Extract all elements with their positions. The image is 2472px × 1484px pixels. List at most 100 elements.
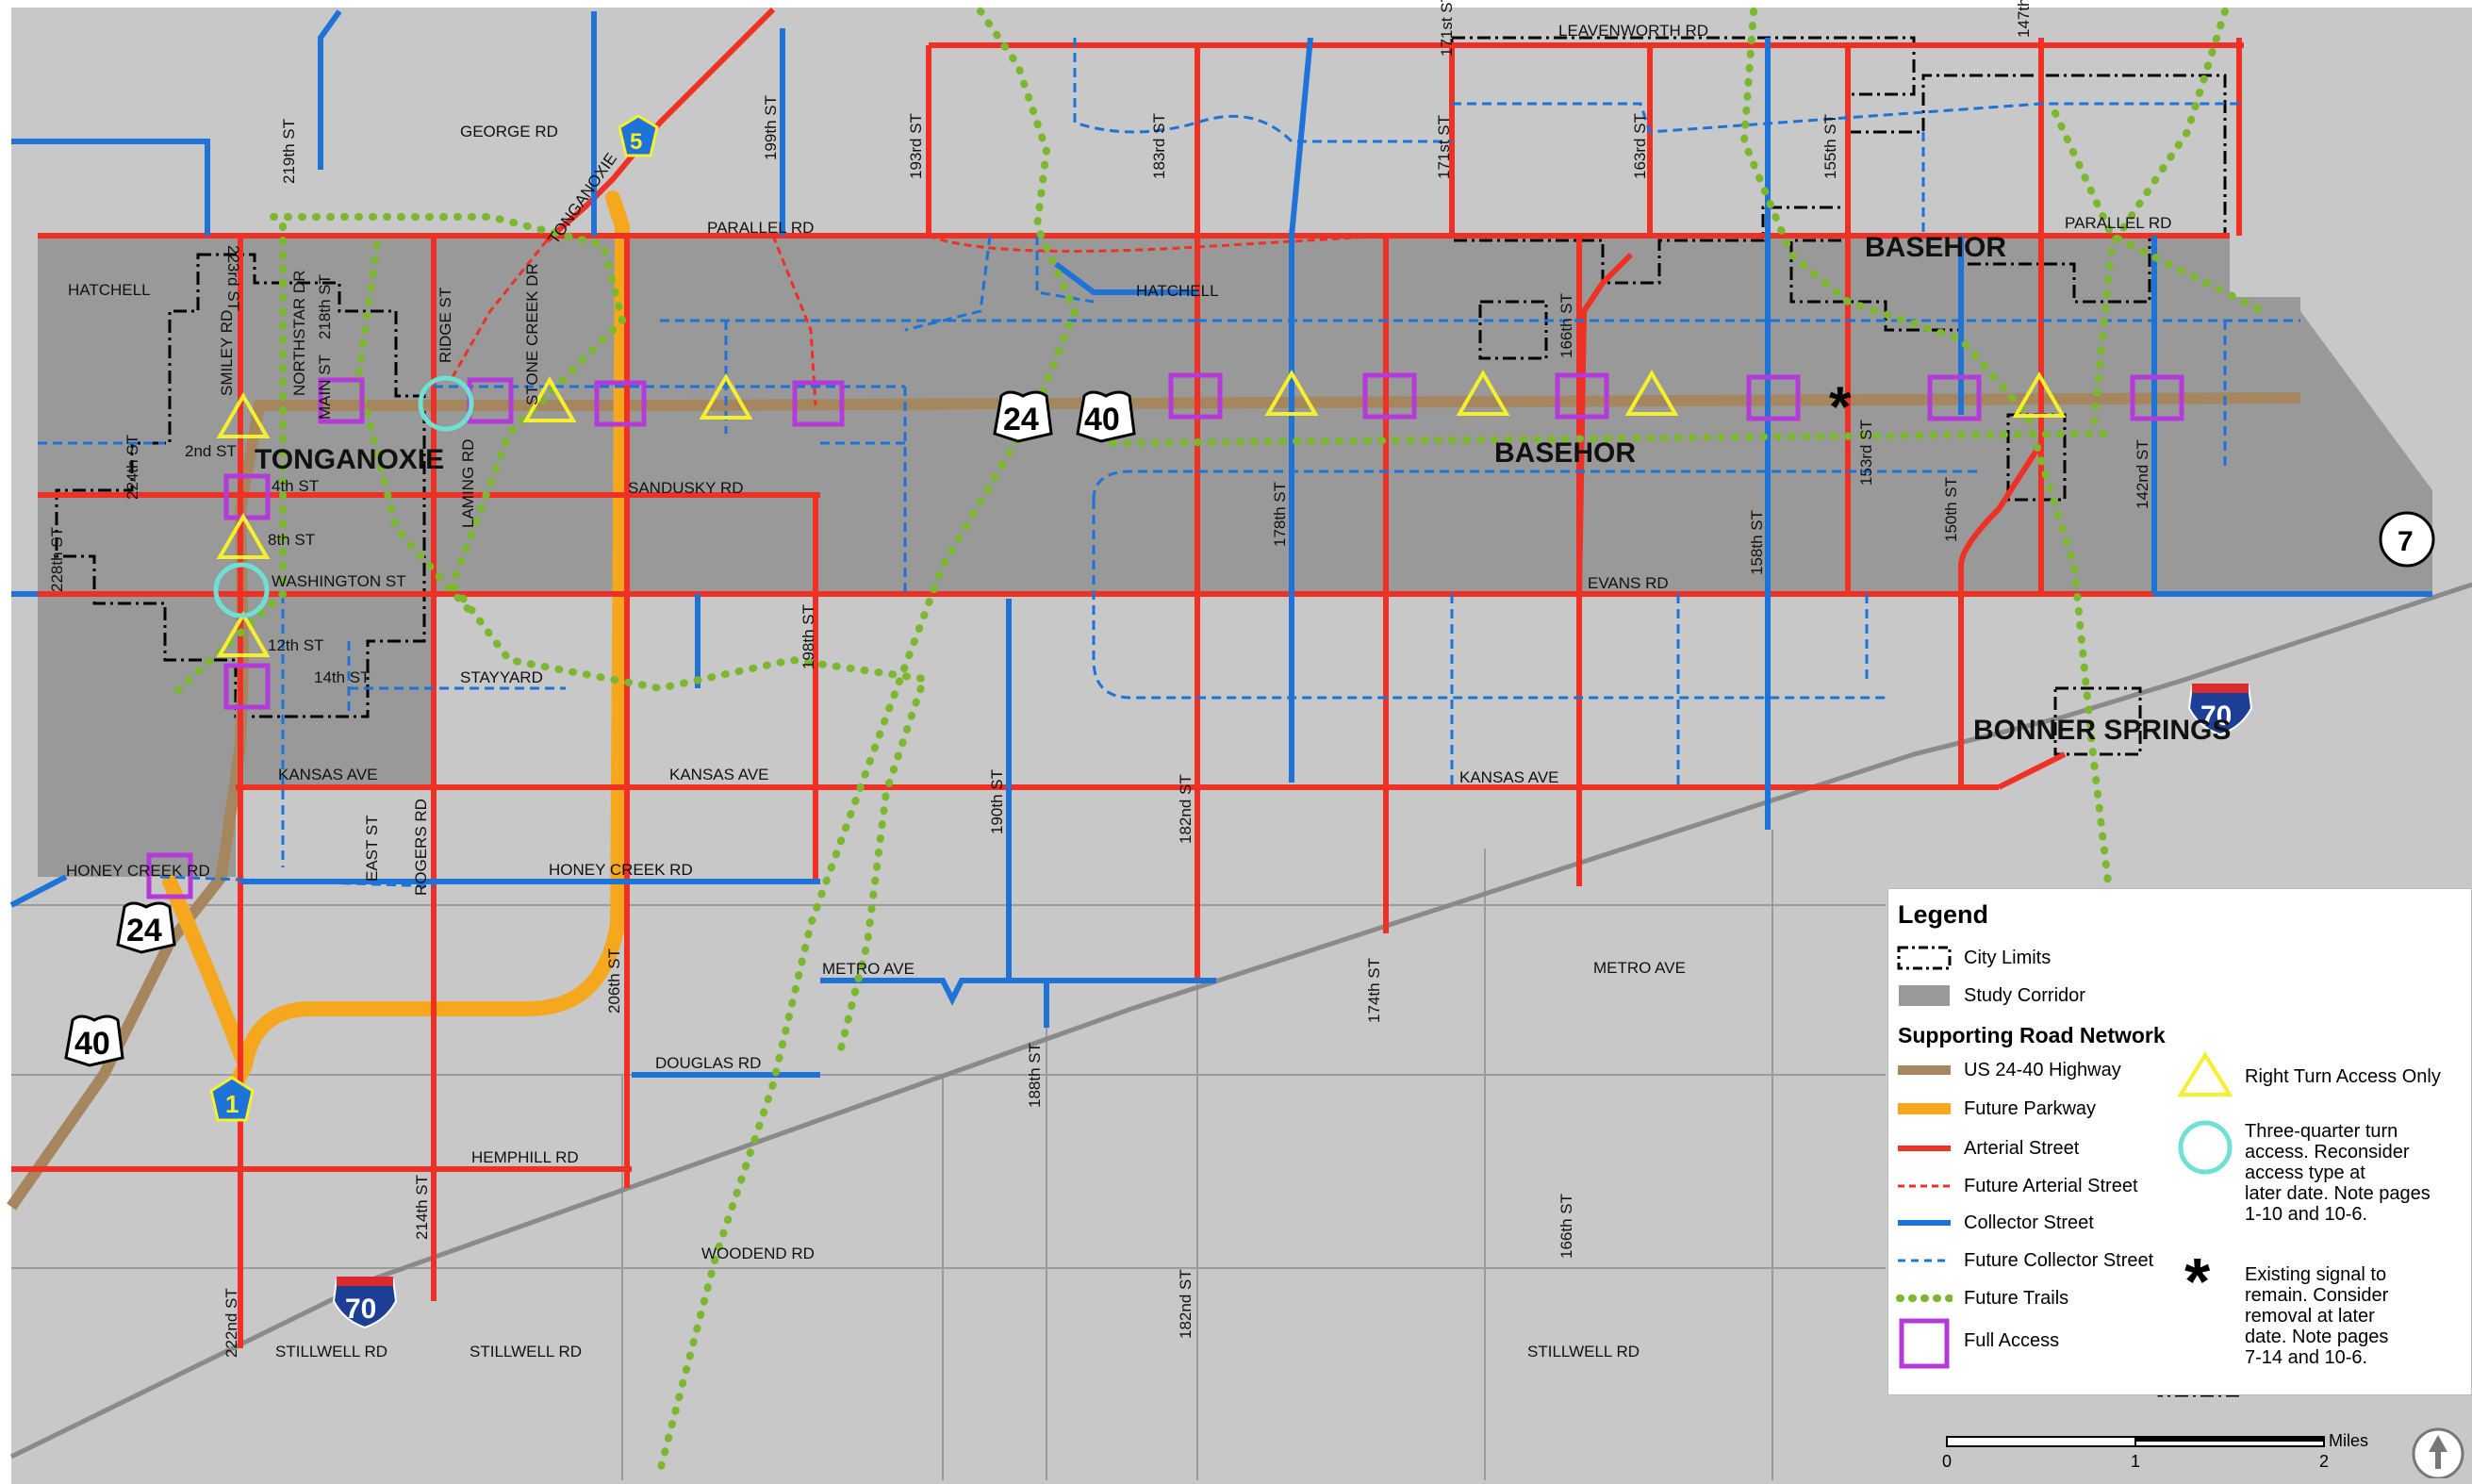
right-turn-marker <box>216 611 271 657</box>
us40-shield-sw: 40 <box>64 1014 124 1067</box>
map-legend: Legend City Limits Study Corridor Suppor… <box>1887 888 2472 1395</box>
study-corridor <box>38 236 2432 594</box>
k1-shield: 1 <box>209 1076 255 1122</box>
road-label: 218th ST <box>316 274 334 339</box>
right-turn-marker <box>1264 370 1319 416</box>
legend-signal: Existing signal to remain. Consider remo… <box>2245 1264 2389 1368</box>
road-label: HEMPHILL RD <box>471 1148 579 1166</box>
legend-us2440: US 24-40 Highway <box>1964 1060 2121 1080</box>
road-label: LEAVENWORTH RD <box>1558 22 1708 40</box>
road-label: 155th ST <box>1821 114 1839 179</box>
road-label: WOODEND RD <box>701 1245 815 1262</box>
road-label: 224th ST <box>124 435 141 500</box>
svg-text:24: 24 <box>126 913 162 948</box>
legend-three-quarter: Three-quarter turn access. Reconsider ac… <box>2245 1121 2431 1225</box>
road-label: EVANS RD <box>1588 574 1669 592</box>
city-limits-swatch <box>1897 946 1952 970</box>
us40-shield-main: 40 <box>1076 390 1136 443</box>
full-access-marker <box>1362 372 1417 420</box>
road-label: PARALLEL RD <box>707 219 814 237</box>
road-label: 2nd ST <box>185 442 237 460</box>
right-turn-marker <box>1624 370 1679 416</box>
road-label: 174th ST <box>1365 958 1383 1023</box>
road-label: KANSAS AVE <box>278 766 378 783</box>
full-access-swatch <box>1899 1318 1950 1369</box>
road-label: SMILEY RD <box>218 310 236 396</box>
road-label: 147th ST <box>2015 0 2033 38</box>
right-turn-marker <box>1456 370 1510 416</box>
road-label: STAYYARD <box>460 668 543 686</box>
arterial-streets <box>11 7 2300 1348</box>
town-label-basehor-north: BASEHOR <box>1865 232 2006 263</box>
legend-future-arterial: Future Arterial Street <box>1964 1176 2138 1196</box>
legend-study-corridor: Study Corridor <box>1964 985 2085 1006</box>
road-label: 150th ST <box>1942 477 1960 542</box>
road-label: 214th ST <box>413 1175 431 1240</box>
road-label: NORTHSTAR DR <box>290 271 308 397</box>
legend-full-access: Full Access <box>1964 1330 2060 1351</box>
right-turn-marker <box>216 392 271 438</box>
full-access-marker <box>594 380 647 427</box>
road-label: METRO AVE <box>1593 959 1686 977</box>
road-label: KANSAS AVE <box>669 766 769 783</box>
right-turn-marker <box>2012 371 2067 418</box>
road-label: LAMING RD <box>459 439 477 528</box>
road-label: 182nd ST <box>1177 1269 1195 1339</box>
collector-streets <box>9 9 2432 1078</box>
road-label: HATCHELL <box>68 281 151 299</box>
us24-shield-sw: 24 <box>116 901 176 954</box>
road-label: 219th ST <box>280 119 298 184</box>
full-access-markers <box>146 372 2184 899</box>
road-label: 199th ST <box>762 95 780 160</box>
future-trails <box>166 8 2266 1475</box>
road-label: HONEY CREEK RD <box>549 861 693 879</box>
full-access-marker <box>146 852 193 899</box>
legend-right-turn: Right Turn Access Only <box>2245 1066 2441 1087</box>
road-label: 228th ST <box>48 527 66 592</box>
svg-text:40: 40 <box>1084 402 1120 437</box>
parkway-swatch <box>1898 1103 1951 1114</box>
road-label: 142nd ST <box>2134 439 2151 509</box>
svg-text:70: 70 <box>345 1294 376 1325</box>
legend-future-parkway: Future Parkway <box>1964 1098 2097 1119</box>
section-grid <box>11 830 1886 1480</box>
legend-future-trails: Future Trails <box>1964 1288 2069 1309</box>
us24-shield-main: 24 <box>993 390 1053 443</box>
road-label: RIDGE ST <box>437 288 454 363</box>
road-label: 14th ST <box>314 668 371 686</box>
scale-bar: 0 1 2 Miles <box>1935 1424 2368 1480</box>
road-label: 153rd ST <box>1857 420 1875 486</box>
legend-network-title: Supporting Road Network <box>1898 1023 2166 1047</box>
right-turn-marker <box>699 373 753 420</box>
road-label: HONEY CREEK RD <box>66 862 210 880</box>
road-label: 171st ST <box>1435 115 1453 179</box>
scale-tick-1: 1 <box>2131 1452 2141 1471</box>
scale-unit: Miles <box>2329 1431 2369 1450</box>
road-label: HATCHELL <box>1136 282 1219 300</box>
study-corridor-swatch <box>1899 985 1950 1006</box>
full-access-marker <box>1555 372 1609 420</box>
full-access-marker <box>223 473 271 520</box>
road-label: DOUGLAS RD <box>655 1054 761 1072</box>
three-quarter-marker <box>213 562 270 618</box>
road-label: STILLWELL RD <box>1527 1343 1640 1360</box>
svg-text:70: 70 <box>2200 701 2232 732</box>
road-label: GEORGE RD <box>460 123 558 140</box>
town-label-basehor: BASEHOR <box>1494 437 1636 469</box>
road-labels-horizontal: LEAVENWORTH RD GEORGE RD PARALLEL RD PAR… <box>66 22 2171 1360</box>
road-label: 166th ST <box>1557 1194 1575 1259</box>
i70-shield-sw: 70 <box>332 1277 398 1329</box>
scale-tick-2: 2 <box>2319 1452 2330 1471</box>
full-access-marker <box>1927 374 1982 421</box>
road-label: 178th ST <box>1271 482 1289 547</box>
town-label-tonganoxie: TONGANOXIE <box>255 444 444 475</box>
full-access-marker <box>223 663 271 710</box>
us2440-swatch <box>1898 1065 1951 1075</box>
road-label: STILLWELL RD <box>470 1343 582 1360</box>
right-turn-markers <box>216 370 2067 657</box>
road-label: WASHINGTON ST <box>272 572 406 590</box>
road-label: 188th ST <box>1026 1043 1044 1108</box>
svg-text:7: 7 <box>2398 526 2414 557</box>
road-label: STILLWELL RD <box>275 1343 387 1360</box>
future-arterial-swatch <box>1898 1184 1951 1188</box>
